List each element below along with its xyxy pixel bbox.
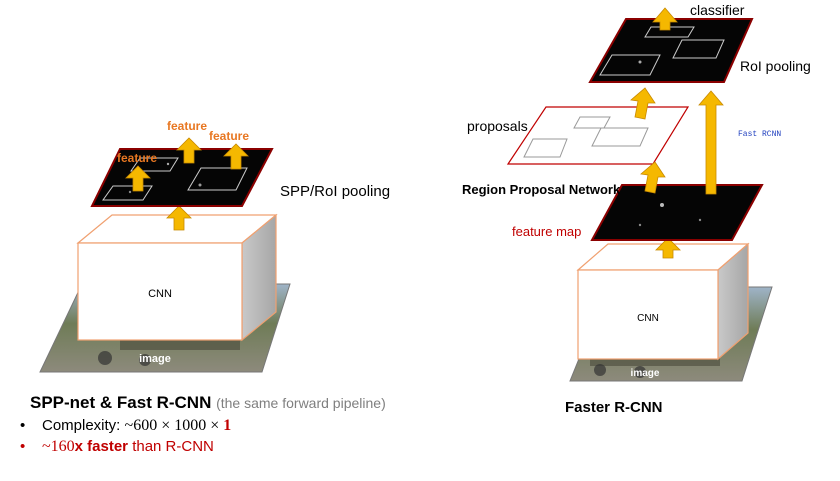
right-arrow-feature-to-proposals — [640, 161, 666, 194]
bullet-complexity-math: ~600 × 1000 × — [124, 417, 224, 434]
bullet-complexity: • Complexity: ~600 × 1000 × 1 — [20, 417, 231, 435]
right-arrow-cnn-to-feature-map — [655, 237, 681, 259]
bullet-speedup: • ~160x faster than R-CNN — [20, 438, 214, 456]
bullet-dot: • — [20, 417, 26, 434]
bullet-speedup-bold: x faster — [74, 438, 129, 455]
right-classifier-label: classifier — [690, 2, 745, 18]
right-caption: Faster R-CNN — [565, 399, 663, 416]
right-proposals-label: proposals — [467, 118, 528, 134]
left-image-label: image — [139, 353, 171, 365]
bullet-speedup-math: ~160 — [42, 438, 75, 455]
left-feature-label-2: feature — [167, 119, 207, 133]
left-feature-label-1: feature — [117, 151, 157, 165]
right-rpn-label: Region Proposal Network — [462, 182, 621, 197]
bullet-speedup-suffix: than R-CNN — [128, 438, 214, 455]
right-roi-pooling-label: RoI pooling — [740, 58, 811, 74]
left-arrow-cnn-to-pooling — [166, 205, 192, 231]
left-cnn-box — [76, 213, 278, 342]
right-proposals-plane — [506, 106, 690, 165]
bullet-complexity-bold: 1 — [223, 417, 232, 434]
left-feature-arrow-3 — [223, 143, 249, 170]
right-roi-pooling-plane — [588, 18, 754, 83]
left-feature-arrow-1 — [125, 165, 151, 192]
bullet-complexity-prefix: Complexity: — [42, 417, 125, 434]
right-arrow-classifier — [652, 7, 678, 31]
right-feature-map-label: feature map — [512, 224, 581, 239]
right-arrow-proposals-to-roi — [630, 87, 656, 120]
left-cnn-label: CNN — [148, 288, 172, 300]
right-arrow-feature-to-roi — [698, 90, 724, 195]
left-title-note: (the same forward pipeline) — [216, 395, 386, 411]
left-title: SPP-net & Fast R-CNN — [30, 393, 212, 412]
left-feature-arrow-2 — [176, 137, 202, 164]
right-cnn-box — [576, 242, 750, 361]
right-cnn-label: CNN — [637, 313, 659, 324]
left-pooling-label: SPP/RoI pooling — [280, 183, 390, 200]
bullet-dot: • — [20, 438, 26, 455]
left-feature-map — [90, 148, 274, 207]
left-feature-label-3: feature — [209, 129, 249, 143]
right-image-label: image — [631, 368, 660, 379]
left-caption: SPP-net & Fast R-CNN (the same forward p… — [30, 393, 386, 413]
right-fast-rcnn-note: Fast RCNN — [738, 130, 781, 139]
